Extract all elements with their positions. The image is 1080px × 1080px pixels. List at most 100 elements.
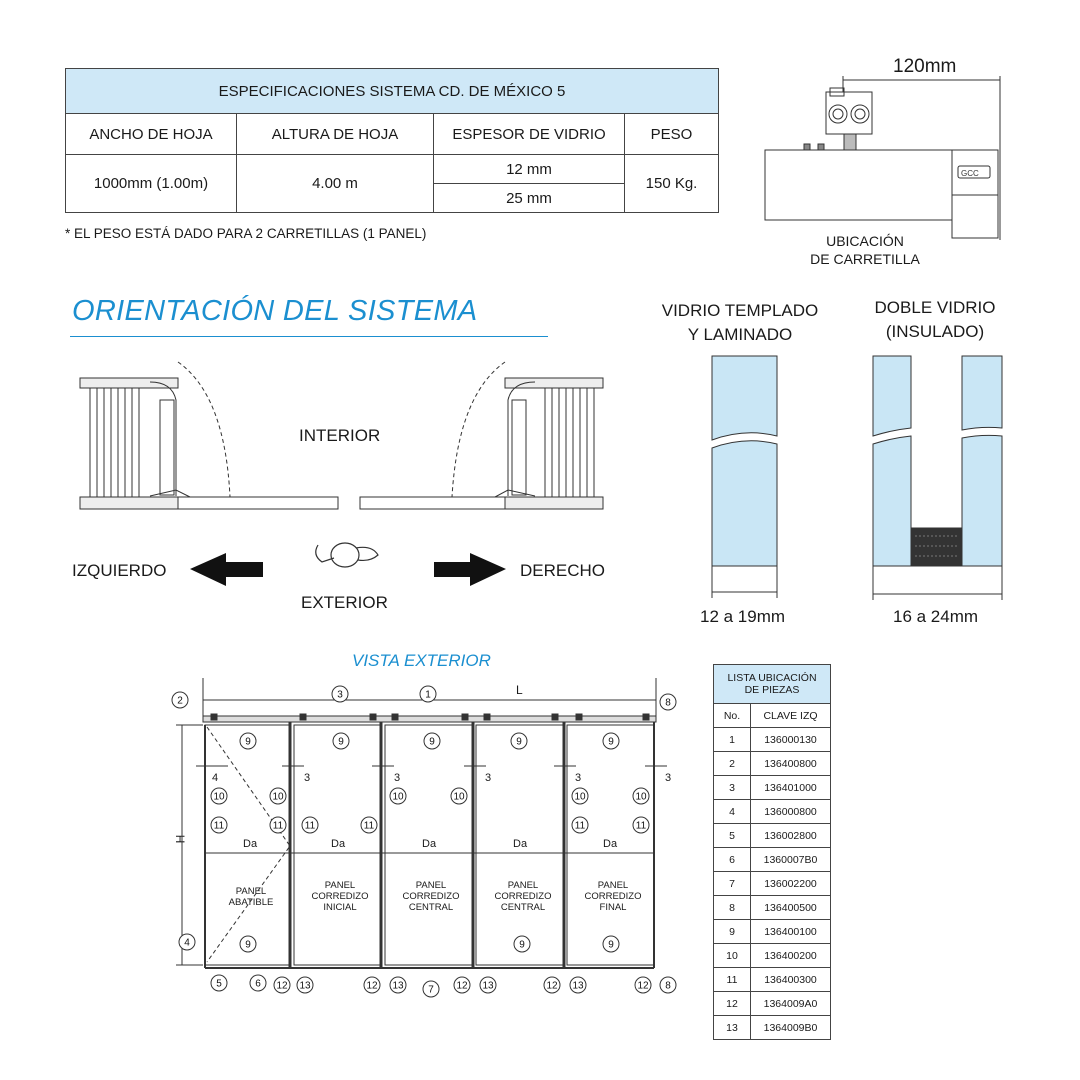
callout-number: 12	[546, 981, 558, 992]
da-labels: Da Da Da Da Da	[206, 838, 676, 854]
callout-marker: 13	[389, 976, 407, 994]
panel-name-line: CENTRAL	[408, 902, 454, 913]
parts-row-clave: 136400500	[750, 895, 831, 920]
templado-dimension: 12 a 19mm	[700, 607, 786, 626]
arrow-left-icon	[190, 553, 263, 586]
glass-doble-drawing	[872, 355, 1003, 600]
carretilla-dimension: 120mm	[893, 56, 957, 77]
callout-number: 7	[428, 985, 434, 996]
panel-name-line: CORREDIZO	[494, 891, 552, 902]
panel-central-1-label: PANEL CORREDIZO CENTRAL	[389, 880, 473, 913]
callout-marker: 6	[249, 974, 267, 992]
callout-marker: 7	[422, 980, 440, 998]
callout-number: 4	[184, 938, 190, 949]
parts-row-clave: 1360007B0	[750, 847, 831, 872]
callout-marker: 8	[659, 976, 677, 994]
callout-marker: 8	[659, 693, 677, 711]
callout-number: 8	[665, 981, 671, 992]
panel-central-2-label: PANEL CORREDIZO CENTRAL	[481, 880, 565, 913]
parts-row-no: 12	[713, 991, 751, 1016]
callout-number: 11	[214, 821, 225, 832]
templado-label-2: Y LAMINADO	[687, 325, 793, 344]
value-ancho: 1000mm (1.00m)	[65, 154, 237, 213]
callout-number: 3	[337, 690, 343, 701]
callout-marker: 13	[569, 976, 587, 994]
parts-row-clave: 136400300	[750, 967, 831, 992]
callout-marker: 4	[178, 933, 196, 951]
parts-row-clave: 136400200	[750, 943, 831, 968]
callout-number: 10	[574, 792, 586, 803]
callout-marker: 12	[453, 976, 471, 994]
value-peso: 150 Kg.	[624, 154, 719, 213]
callout-number: 10	[635, 792, 647, 803]
left-label: IZQUIERDO	[72, 561, 167, 580]
vista-exterior-drawing	[176, 678, 667, 969]
templado-label: VIDRIO TEMPLADO Y LAMINADO	[650, 299, 830, 347]
callout-marker: 11	[210, 816, 228, 834]
callout-number: 2	[177, 696, 183, 707]
callout-marker: 11	[571, 816, 589, 834]
panel-name-line: CORREDIZO	[584, 891, 642, 902]
carretilla-label-1: UBICACIÓN	[826, 233, 904, 249]
callout-marker: 11	[632, 816, 650, 834]
callout-number: 10	[213, 792, 225, 803]
callout-marker: 10	[571, 787, 589, 805]
callout-marker: 10	[450, 787, 468, 805]
callout-number: 9	[519, 940, 525, 951]
callout-number: 9	[338, 737, 344, 748]
da-label: Da	[422, 838, 437, 850]
gap-label-3: 3	[304, 772, 311, 784]
callout-marker: 10	[269, 787, 287, 805]
heading-underline	[70, 336, 548, 337]
callout-number: 8	[665, 698, 671, 709]
exterior-label: EXTERIOR	[301, 593, 388, 612]
arrow-right-icon	[434, 553, 506, 586]
callout-marker: 11	[301, 816, 319, 834]
parts-row-clave: 136401000	[750, 775, 831, 800]
da-label: Da	[513, 838, 528, 850]
parts-row-no: 11	[713, 967, 751, 992]
spec-table: ESPECIFICACIONES SISTEMA CD. DE MÉXICO 5…	[65, 68, 719, 213]
callout-marker: 10	[389, 787, 407, 805]
callout-marker: 10	[632, 787, 650, 805]
carretilla-label: UBICACIÓN DE CARRETILLA	[790, 232, 940, 268]
callout-number: 1	[425, 690, 431, 701]
right-label: DERECHO	[520, 561, 606, 580]
panel-name-line: PANEL	[415, 880, 447, 891]
panel-name-line: INICIAL	[323, 902, 357, 913]
da-label: Da	[243, 838, 258, 850]
callout-number: 12	[366, 981, 378, 992]
callout-marker: 9	[239, 732, 257, 750]
interior-label: INTERIOR	[299, 426, 381, 445]
callout-number: 13	[572, 981, 584, 992]
panel-name-line: CENTRAL	[500, 902, 546, 913]
callout-number: 11	[575, 821, 586, 832]
panel-name-line: FINAL	[599, 902, 627, 913]
parts-row-clave: 136400800	[750, 751, 831, 776]
doble-label-1: DOBLE VIDRIO	[874, 298, 996, 317]
callout-number: 12	[276, 981, 288, 992]
weight-note: * EL PESO ESTÁ DADO PARA 2 CARRETILLAS (…	[65, 226, 427, 241]
panel-name-line: PANEL	[235, 886, 267, 897]
carretilla-label-2: DE CARRETILLA	[810, 251, 920, 267]
callout-marker: 9	[510, 732, 528, 750]
callout-number: 9	[245, 940, 251, 951]
panel-name-line: CORREDIZO	[311, 891, 369, 902]
callout-number: 9	[608, 940, 614, 951]
callout-number: 5	[216, 979, 222, 990]
dimension-L: L	[516, 683, 523, 697]
callout-number: 11	[305, 821, 316, 832]
da-label: Da	[603, 838, 618, 850]
parts-title-line-2: DE PIEZAS	[744, 684, 800, 696]
panel-name-line: PANEL	[324, 880, 356, 891]
parts-row-no: 13	[713, 1015, 751, 1040]
templado-label-1: VIDRIO TEMPLADO	[661, 301, 819, 320]
callout-marker: 3	[331, 685, 349, 703]
